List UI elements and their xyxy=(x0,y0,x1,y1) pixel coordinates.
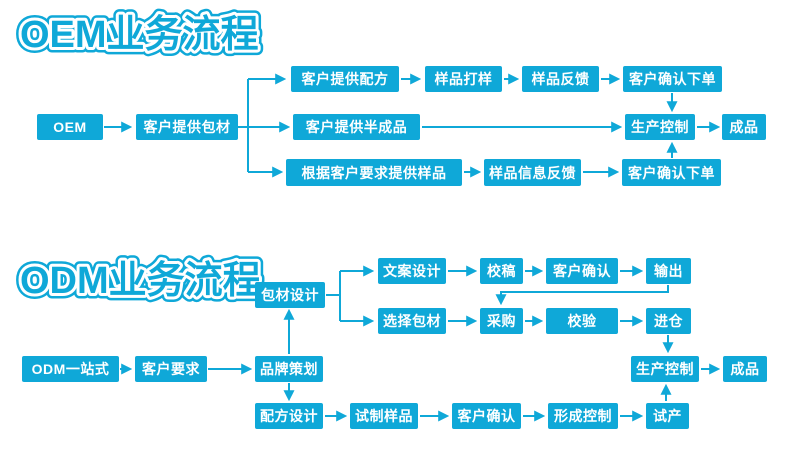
flow-node-odm-verification: 校验 xyxy=(546,308,618,334)
oem-title-outline: OEM业务流程 xyxy=(20,14,259,56)
flow-node-odm-finished-product: 成品 xyxy=(723,356,767,382)
flow-node-odm-purchasing: 采购 xyxy=(480,308,523,334)
oem-title-text: OEM业务流程 xyxy=(20,14,259,56)
flow-node-odm-trial-samples: 试制样品 xyxy=(350,403,418,429)
flow-node-oem-provide-semifinished: 客户提供半成品 xyxy=(293,114,420,140)
flow-node-oem-provide-formula: 客户提供配方 xyxy=(291,66,399,92)
flow-node-oem-confirm-order-bottom: 客户确认下单 xyxy=(622,159,721,186)
oem-section-title: OEM业务流程 OEM业务流程 xyxy=(15,9,265,62)
odm-title-outline: ODM业务流程 xyxy=(20,260,261,302)
flow-node-odm-customer-requirements: 客户要求 xyxy=(135,356,207,382)
flow-node-oem-start: OEM xyxy=(37,114,103,140)
flow-node-oem-sample-info-feedback: 样品信息反馈 xyxy=(484,159,581,186)
flow-node-odm-brand-planning: 品牌策划 xyxy=(255,356,323,382)
flow-node-odm-copy-design: 文案设计 xyxy=(378,258,446,284)
flow-node-odm-start: ODM一站式 xyxy=(22,356,119,382)
flow-node-oem-confirm-order-top: 客户确认下单 xyxy=(623,66,722,92)
odm-section-title: ODM业务流程 ODM业务流程 xyxy=(15,255,267,308)
flow-node-oem-finished-product: 成品 xyxy=(722,114,766,140)
odm-title-text: ODM业务流程 xyxy=(20,260,261,302)
flow-node-oem-provide-packaging: 客户提供包材 xyxy=(136,114,238,140)
flow-node-odm-proofreading: 校稿 xyxy=(480,258,523,284)
flow-node-odm-select-packaging: 选择包材 xyxy=(378,308,446,334)
flow-node-oem-sample-feedback: 样品反馈 xyxy=(522,66,599,92)
flow-node-odm-customer-confirm-formula: 客户确认 xyxy=(452,403,521,429)
flow-node-odm-output: 输出 xyxy=(646,258,691,284)
flow-node-oem-production-control: 生产控制 xyxy=(625,114,695,140)
odm-connectors xyxy=(120,265,721,422)
oem-connectors xyxy=(104,73,721,178)
flow-node-odm-warehousing: 进仓 xyxy=(646,308,691,334)
flow-node-odm-trial-production: 试产 xyxy=(646,403,689,429)
flow-node-odm-customer-confirm-copy: 客户确认 xyxy=(546,258,618,284)
flow-node-oem-sample-making: 样品打样 xyxy=(425,66,502,92)
flow-node-odm-formula-design: 配方设计 xyxy=(255,403,323,429)
flow-node-odm-forming-control: 形成控制 xyxy=(548,403,618,429)
flow-node-odm-packaging-design: 包材设计 xyxy=(255,282,325,308)
flow-node-odm-production-control: 生产控制 xyxy=(631,356,699,382)
flow-node-oem-provide-samples-on-request: 根据客户要求提供样品 xyxy=(286,159,462,186)
